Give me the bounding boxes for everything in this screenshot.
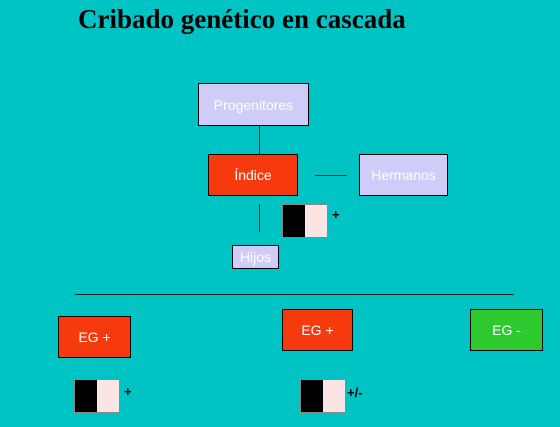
eg1-result-mark: +	[124, 384, 132, 399]
outcome-eg-positive-1-label: EG +	[78, 329, 111, 345]
node-hermanos-label: Hermanos	[371, 167, 436, 183]
echo-ecg-thumbnail-icon	[282, 204, 328, 238]
node-progenitores-label: Progenitores	[213, 96, 294, 113]
connector-progenitores-indice	[259, 126, 260, 154]
echo-ecg-thumbnail-icon	[300, 379, 346, 413]
outcome-eg-positive-2-label: EG +	[301, 322, 334, 338]
connector-indice-hermanos	[315, 175, 347, 176]
connector-indice-hijos	[259, 204, 260, 232]
outcome-eg-positive-2: EG +	[282, 309, 353, 351]
node-hijos: Hijos	[232, 245, 279, 269]
indice-result-mark: +	[332, 207, 340, 222]
node-hermanos: Hermanos	[359, 154, 448, 196]
outcome-eg-positive-1: EG +	[58, 316, 131, 358]
outcome-eg-negative-label: EG -	[492, 322, 521, 338]
node-indice-label: Índice	[234, 167, 272, 183]
outcome-eg-negative: EG -	[470, 309, 543, 351]
node-hijos-label: Hijos	[239, 249, 272, 265]
node-indice: Índice	[208, 154, 298, 196]
divider-line	[75, 294, 514, 295]
page-title: Cribado genético en cascada	[78, 4, 406, 34]
eg2-result-mark: +/-	[347, 385, 363, 400]
echo-ecg-thumbnail-icon	[74, 379, 120, 413]
node-progenitores: Progenitores	[198, 83, 309, 126]
